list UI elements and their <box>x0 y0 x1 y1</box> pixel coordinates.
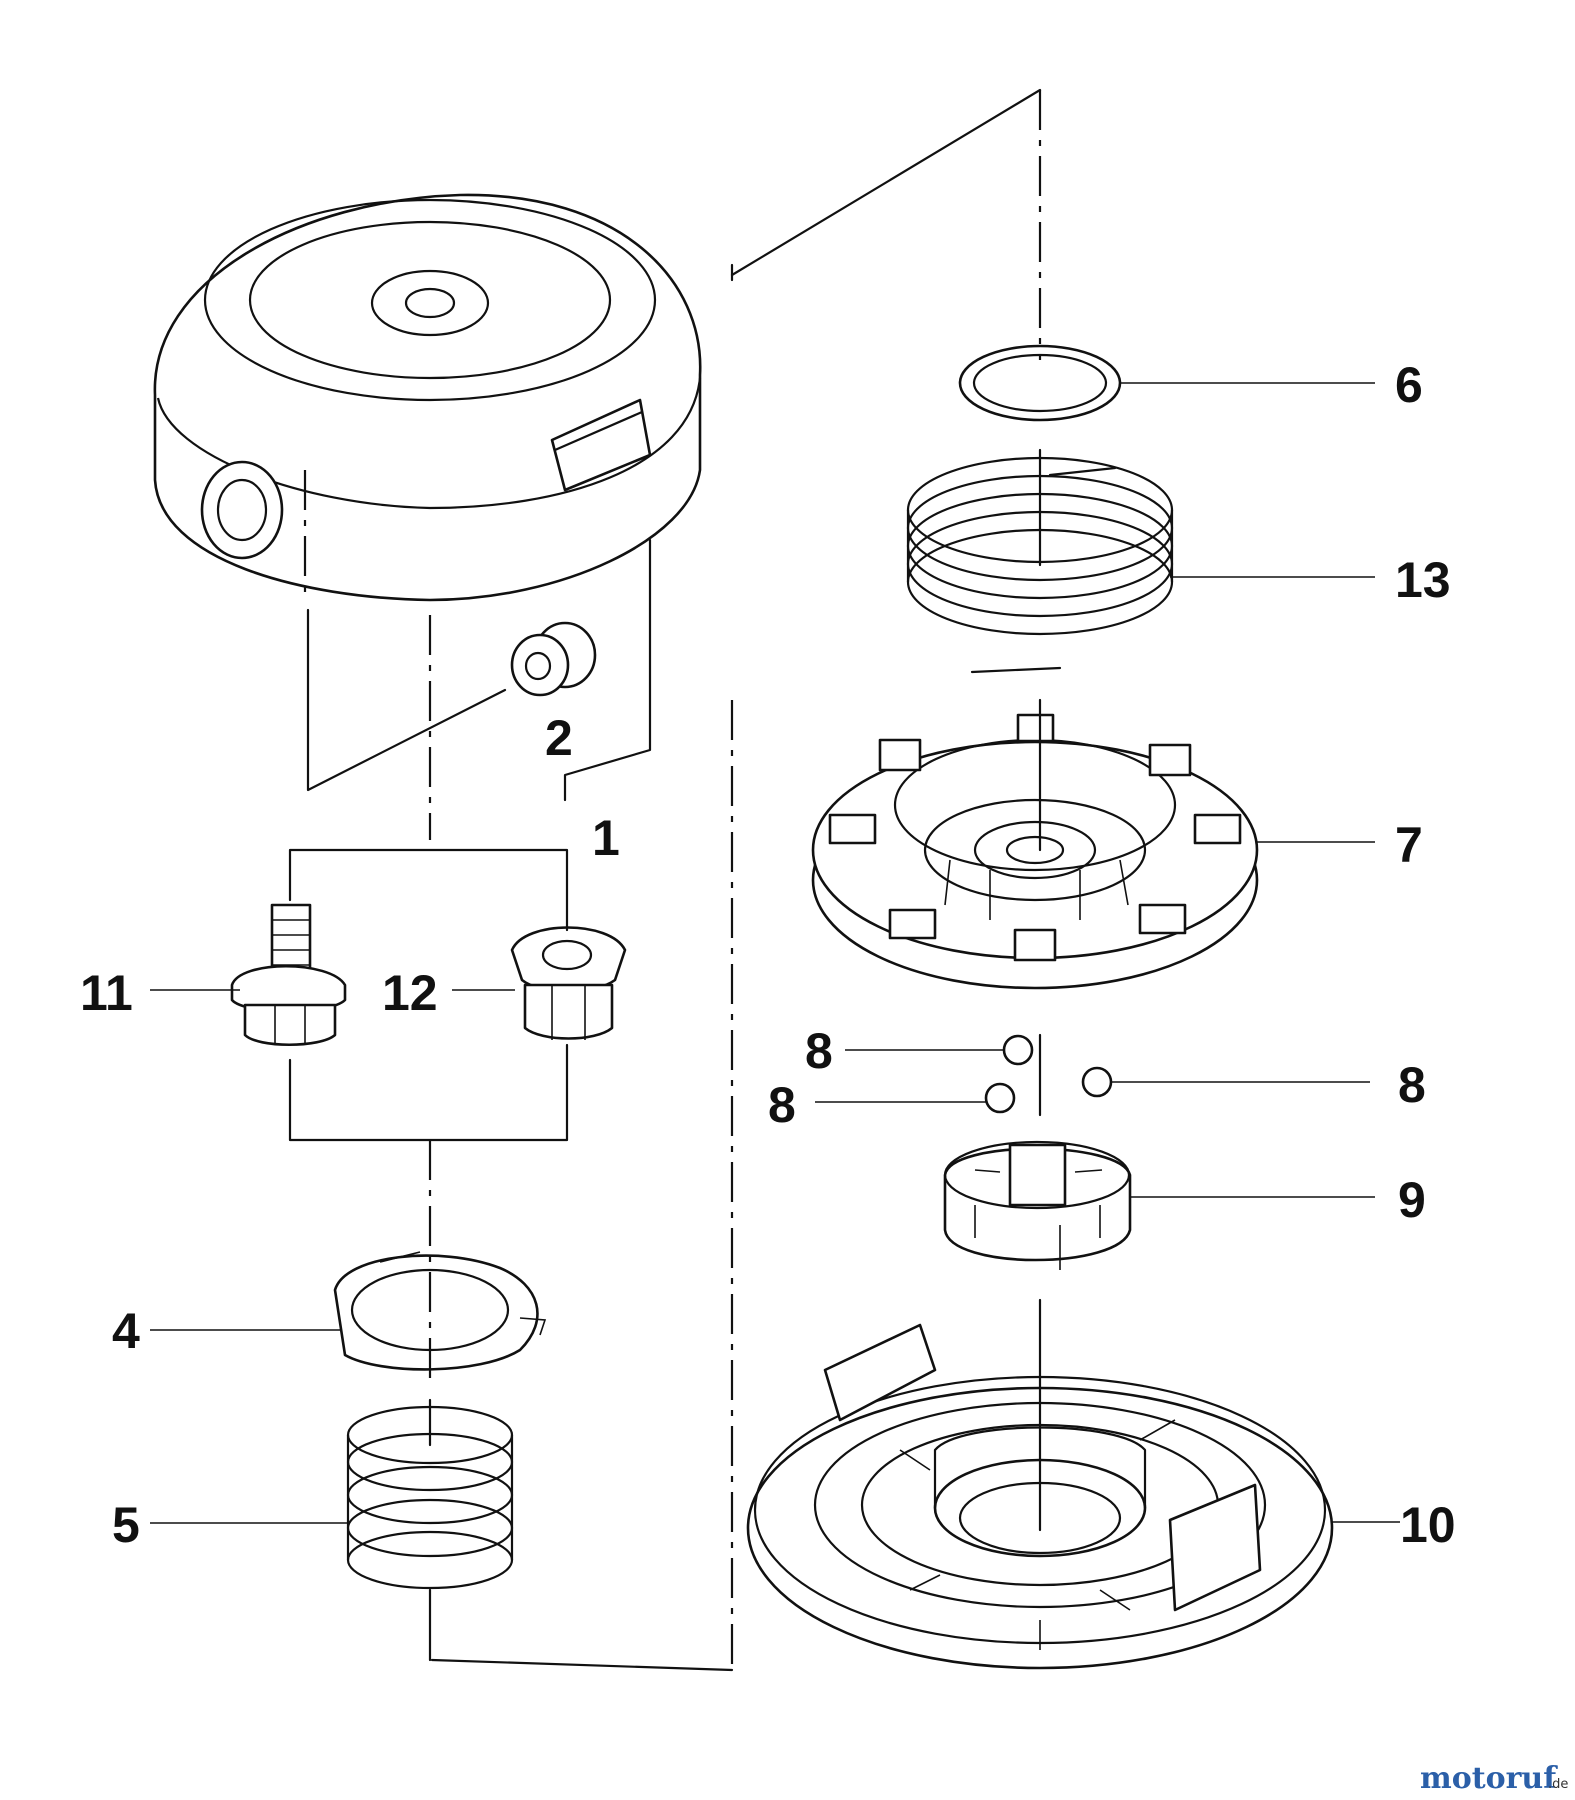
label-part-8a: 8 <box>805 1023 833 1079</box>
label-part-10: 10 <box>1400 1497 1456 1553</box>
part-12-nut-adapter <box>510 926 627 1040</box>
label-part-2: 2 <box>545 710 573 766</box>
part-8-balls <box>984 1034 1113 1114</box>
watermark-text: motoruf <box>1420 1761 1558 1796</box>
part-2-eyelet <box>510 621 597 697</box>
assembly-lines <box>288 88 1042 1672</box>
watermark-logo: motoruf .de <box>1420 1761 1568 1796</box>
part-labels: 1 2 4 5 6 7 8 8 8 9 10 11 12 13 <box>80 357 1456 1553</box>
part-11-bolt-adapter <box>230 903 347 1046</box>
label-part-8b: 8 <box>768 1077 796 1133</box>
part-1-housing-cover <box>153 193 702 602</box>
watermark-suffix: .de <box>1548 1777 1568 1792</box>
label-part-4: 4 <box>112 1303 140 1359</box>
leader-lines <box>150 382 1400 1524</box>
label-part-6: 6 <box>1395 357 1423 413</box>
label-part-11: 11 <box>80 965 133 1021</box>
label-part-7: 7 <box>1395 817 1423 873</box>
part-7-spool <box>811 713 1259 990</box>
part-4-washer <box>333 1251 547 1371</box>
label-part-9: 9 <box>1398 1172 1426 1228</box>
part-9-cam <box>943 1140 1132 1270</box>
label-part-1: 1 <box>592 810 620 866</box>
label-part-5: 5 <box>112 1497 140 1553</box>
label-part-12: 12 <box>382 965 438 1021</box>
label-part-8c: 8 <box>1398 1057 1426 1113</box>
label-part-13: 13 <box>1395 552 1451 608</box>
